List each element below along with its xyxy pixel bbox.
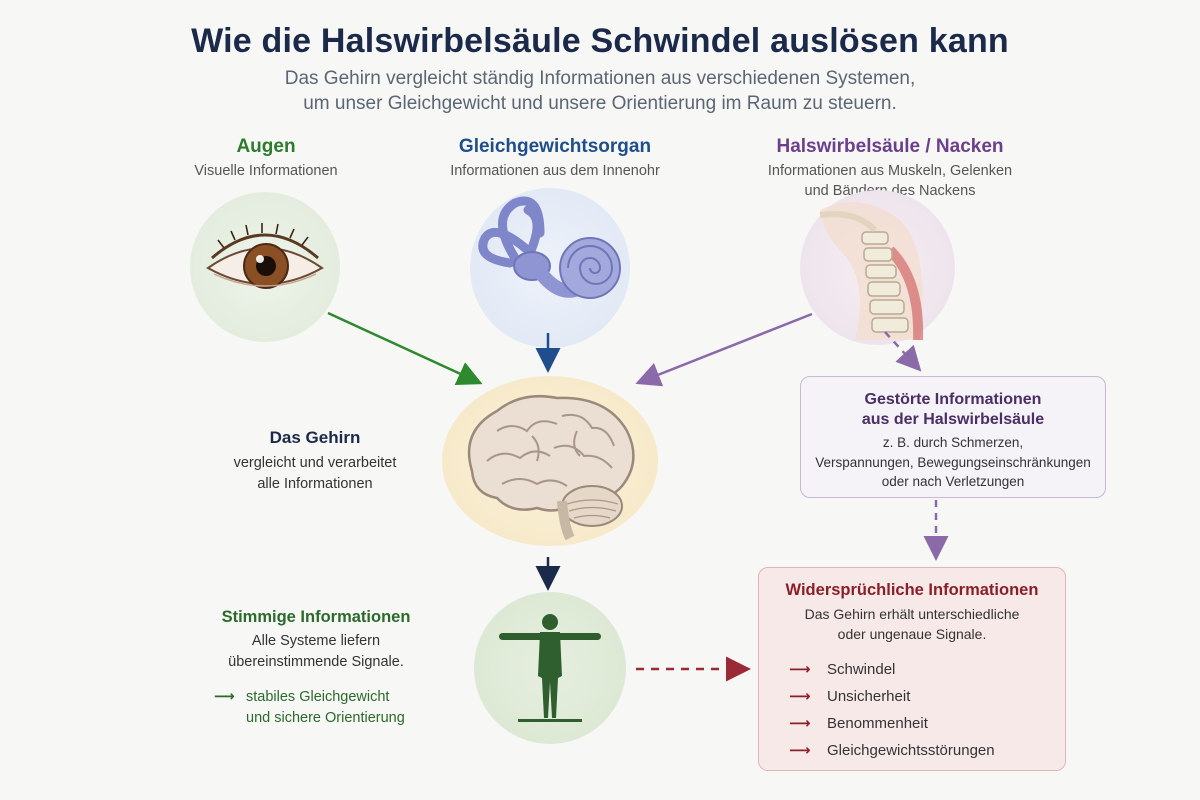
disturbed-line-2: Verspannungen, Bewegungseinschränkungen xyxy=(815,454,1091,470)
disturbed-line-3: oder nach Verletzungen xyxy=(881,474,1025,489)
symptom-label: Unsicherheit xyxy=(827,688,911,705)
contradictory-line-2: oder ungenaue Signale. xyxy=(837,625,987,642)
symptom-list: ⟶ Schwindel ⟶ Unsicherheit ⟶ Benommenheit ⟶… xyxy=(759,656,1065,764)
consistent-description: Alle Systeme liefern übereinstimmende Si… xyxy=(196,631,436,673)
eyes-subtitle: Visuelle Informationen xyxy=(194,163,338,179)
consistent-title: Stimmige Informationen xyxy=(221,608,411,626)
neck-circle xyxy=(800,190,955,345)
disturbed-title-line-2: aus der Halswirbelsäule xyxy=(861,411,1045,428)
brain-label: Das Gehirn vergleicht und verarbeitet al… xyxy=(210,428,420,495)
symptom-item: ⟶ Schwindel xyxy=(789,656,1065,683)
vestibular-title: Gleichgewichtsorgan xyxy=(458,136,652,157)
neck-to-brain-arrow xyxy=(635,312,813,387)
neck-to-disturbed-arrow xyxy=(884,331,922,372)
brain-line-2: alle Informationen xyxy=(257,476,373,492)
brain-circle xyxy=(442,376,658,546)
symptom-item: ⟶ Benommenheit xyxy=(789,710,1065,737)
brain-description: vergleicht und verarbeitet alle Informat… xyxy=(210,453,420,495)
page-subtitle: Das Gehirn vergleicht ständig Informatio… xyxy=(0,66,1200,116)
contradictory-title: Widersprüchliche Informationen xyxy=(785,581,1039,599)
consistent-result: ⟶ stabiles Gleichgewicht und sichere Orie… xyxy=(214,687,436,729)
eyes-title: Augen xyxy=(236,136,296,157)
eye-circle xyxy=(190,192,340,342)
brain-title: Das Gehirn xyxy=(269,428,361,447)
disturbed-line-1: z. B. durch Schmerzen, xyxy=(882,435,1024,450)
spine-icon xyxy=(819,202,924,341)
disturbed-title-line-1: Gestörte Informationen xyxy=(864,391,1042,408)
symptom-label: Benommenheit xyxy=(827,715,928,732)
brain-icon xyxy=(467,394,635,541)
inner-ear-circle xyxy=(470,188,630,348)
consistent-line-1: Alle Systeme liefern xyxy=(251,633,381,649)
consistent-result-line-1: stabiles Gleichgewicht xyxy=(246,689,390,705)
neck-title: Halswirbelsäule / Nacken xyxy=(776,136,1004,157)
consistent-result-line-2: und sichere Orientierung xyxy=(246,710,405,726)
consistent-arrow-icon: ⟶ xyxy=(214,689,235,705)
brain-line-1: vergleicht und verarbeitet xyxy=(233,455,397,471)
consistent-line-2: übereinstimmende Signale. xyxy=(228,654,404,670)
subtitle-line-2: um unser Gleichgewicht und unsere Orient… xyxy=(303,93,897,114)
eye-icon xyxy=(206,223,324,289)
disturbed-info-box: Gestörte Informationen aus der Halswirbe… xyxy=(800,376,1106,498)
neck-subtitle-line-1: Informationen aus Muskeln, Gelenken xyxy=(767,163,1013,179)
standing-person-icon xyxy=(499,614,601,722)
contradictory-description: Das Gehirn erhält unterschiedliche oder … xyxy=(759,605,1065,644)
symptom-item: ⟶ Unsicherheit xyxy=(789,683,1065,710)
contradictory-info-box: Widersprüchliche Informationen Das Gehir… xyxy=(758,567,1066,771)
contradictory-line-1: Das Gehirn erhält unterschiedliche xyxy=(804,606,1020,622)
inner-ear-icon xyxy=(478,196,621,299)
symptom-arrow-icon: ⟶ xyxy=(789,715,811,732)
symptom-item: ⟶ Gleichgewichtsstörungen xyxy=(789,737,1065,764)
page-title: Wie die Halswirbelsäule Schwindel auslös… xyxy=(191,22,1009,60)
vestibular-label: Gleichgewichtsorgan Informationen aus de… xyxy=(410,136,700,181)
disturbed-title: Gestörte Informationen aus der Halswirbe… xyxy=(801,390,1105,430)
symptom-arrow-icon: ⟶ xyxy=(789,688,811,705)
vestibular-subtitle: Informationen aus dem Innenohr xyxy=(450,163,660,179)
symptom-label: Schwindel xyxy=(827,661,896,678)
symptom-arrow-icon: ⟶ xyxy=(789,661,811,678)
eyes-label: Augen Visuelle Informationen xyxy=(156,136,376,181)
subtitle-line-1: Das Gehirn vergleicht ständig Informatio… xyxy=(284,68,916,89)
eyes-to-brain-arrow xyxy=(327,311,483,385)
symptom-label: Gleichgewichtsstörungen xyxy=(827,742,995,759)
person-circle xyxy=(474,592,626,744)
symptom-arrow-icon: ⟶ xyxy=(789,742,811,759)
disturbed-description: z. B. durch Schmerzen, Verspannungen, Be… xyxy=(801,433,1105,492)
consistent-info: Stimmige Informationen Alle Systeme lief… xyxy=(196,608,436,729)
